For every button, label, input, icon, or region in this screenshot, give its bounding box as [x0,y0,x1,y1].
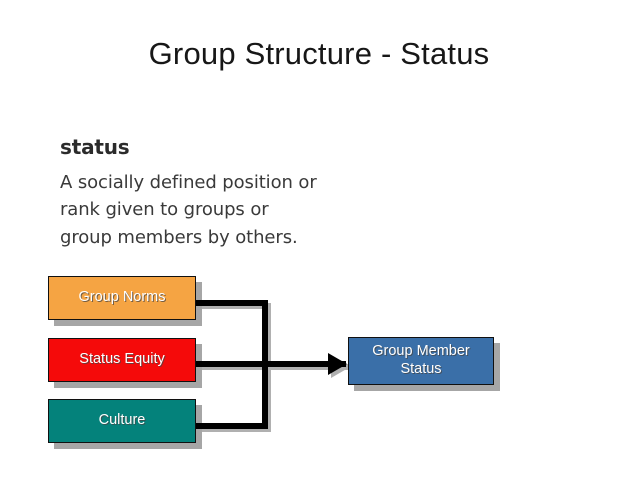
page-title: Group Structure - Status [148,36,490,71]
connector-vertical-bus [262,300,268,429]
node-label: Culture [98,412,146,429]
node-label: Group Norms [78,289,166,306]
node-status-equity[interactable]: Status Equity [48,338,196,382]
definition-term: status [60,135,130,159]
definition-line: rank given to groups or [60,199,269,221]
connector-shadow [199,426,271,432]
node-label-line2: Status [400,361,442,377]
node-label-line1: Group Member [372,343,470,360]
connector-shadow [199,364,349,370]
connector-shadow [265,303,271,432]
node-group-member-status[interactable]: Group Member Status [348,337,494,385]
node-culture[interactable]: Culture [48,399,196,443]
node-group-norms[interactable]: Group Norms [48,276,196,320]
definition-line: group members by others. [60,226,298,248]
connector-status-equity [196,361,346,367]
arrow-head-icon [328,353,347,375]
connector-shadow [199,303,271,309]
node-label: Status Equity [79,351,165,368]
connector-group-norms [196,300,268,306]
definition-block: status A socially defined position or ra… [60,136,390,251]
connector-culture [196,423,268,429]
definition-line: A socially defined position or [60,172,317,193]
definition-body: A socially defined position or rank give… [60,169,390,251]
